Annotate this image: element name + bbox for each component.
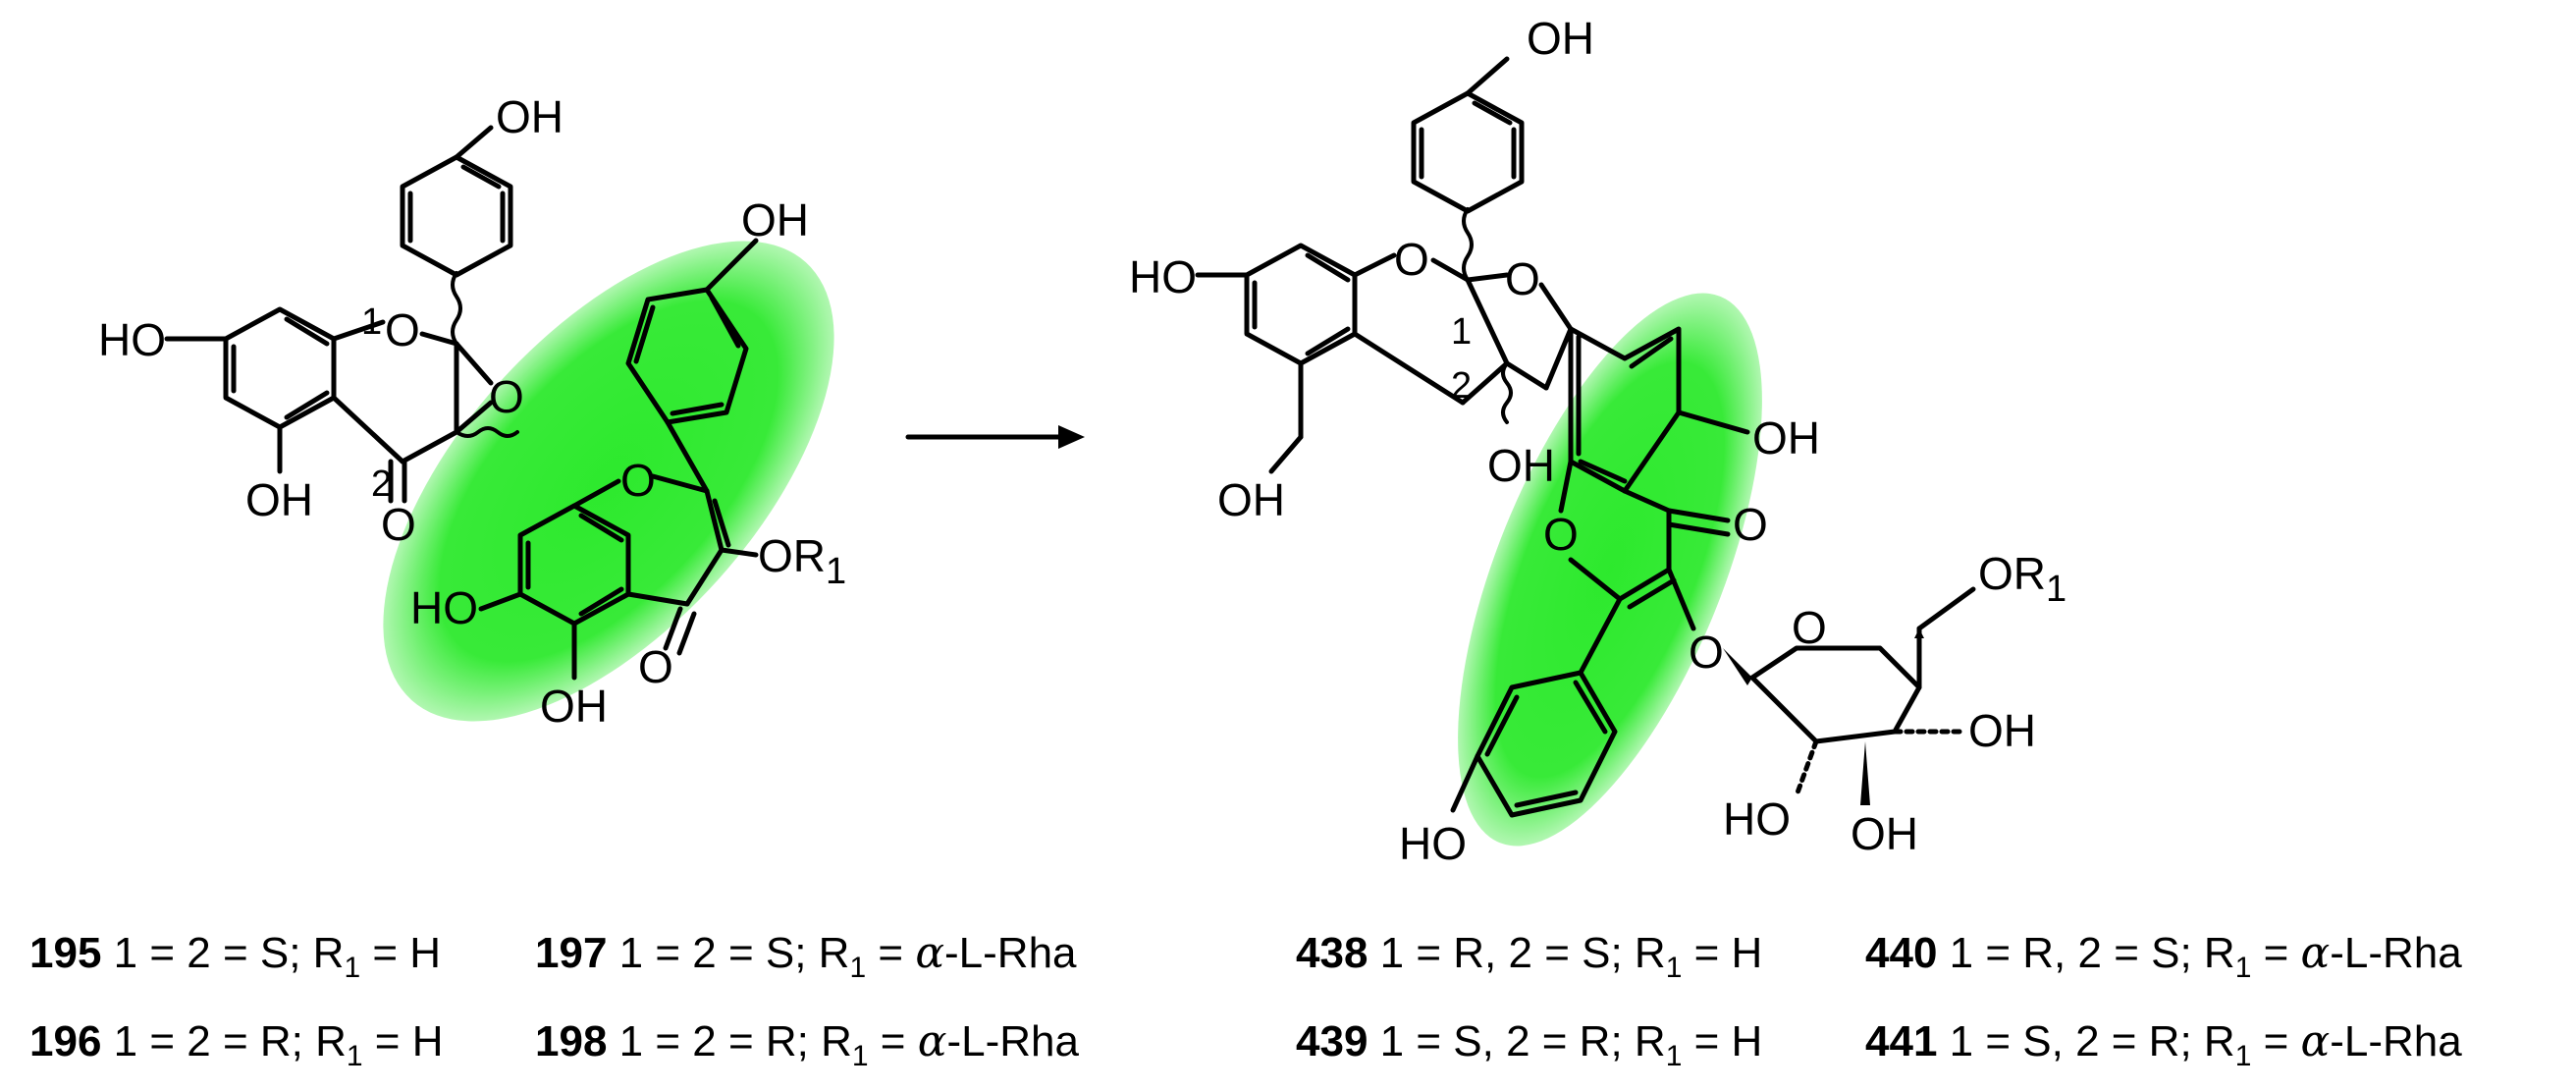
right-o-keto-b: O: [1733, 499, 1768, 550]
left-o-ring-b: O: [620, 455, 656, 506]
left-ho-a: HO: [98, 314, 166, 365]
right-ho-a: HO: [1129, 251, 1197, 302]
captions: 195 1 = 2 = S; R1 = H 197 1 = 2 = S; R1 …: [29, 928, 2462, 1072]
left-molecule: OH HO O O OH O OH O OR1 HO O OH 1 2: [98, 91, 846, 732]
right-ho-bottom-b: HO: [1399, 818, 1467, 869]
highlight-right: [1458, 293, 1762, 846]
left-oh-bottom: OH: [245, 474, 313, 525]
left-oh-top: OH: [496, 91, 564, 142]
caption-440: 440 1 = R, 2 = S; R1 = α-L-Rha: [1865, 928, 2462, 984]
right-o-ring-b: O: [1543, 509, 1579, 560]
reaction-arrow: [905, 425, 1085, 449]
right-ho-s2: HO: [1723, 793, 1791, 845]
caption-439: 439 1 = S, 2 = R; R1 = H: [1296, 1017, 1762, 1072]
left-locant-2: 2: [371, 464, 392, 505]
caption-197: 197 1 = 2 = S; R1 = α-L-Rha: [535, 928, 1077, 984]
right-locant-1: 1: [1451, 311, 1472, 353]
right-o-furan: O: [1505, 253, 1540, 304]
left-oh-bottom-b: OH: [540, 681, 608, 732]
caption-441: 441 1 = S, 2 = R; R1 = α-L-Rha: [1865, 1016, 2462, 1072]
right-oh-bottom: OH: [1217, 474, 1285, 525]
right-oh-s4: OH: [1968, 705, 2036, 756]
left-o-keto: O: [381, 499, 416, 550]
right-o-pyran: O: [1394, 234, 1429, 285]
caption-198: 198 1 = 2 = R; R1 = α-L-Rha: [535, 1016, 1079, 1072]
right-locant-2: 2: [1451, 365, 1472, 407]
right-molecule: OH HO O O OH OH OH O O O O OR1 OH HO OH …: [1129, 13, 2066, 869]
right-oh-c3: OH: [1487, 440, 1555, 491]
highlight-left: [383, 241, 834, 722]
caption-195: 195 1 = 2 = S; R1 = H: [29, 929, 441, 984]
left-o-epoxide: O: [489, 371, 524, 422]
left-ho-b: HO: [410, 582, 478, 633]
left-o-ring: O: [385, 304, 420, 355]
right-oh-s3: OH: [1851, 808, 1918, 859]
right-oh-top: OH: [1527, 13, 1594, 64]
right-wedge-glyc: [1723, 648, 1752, 685]
caption-438: 438 1 = R, 2 = S; R1 = H: [1296, 929, 1762, 984]
right-o-sugar: O: [1792, 602, 1827, 653]
left-locant-1: 1: [361, 301, 382, 343]
right-or1: OR1: [1978, 548, 2066, 610]
right-o-glycoside: O: [1689, 627, 1724, 678]
right-oh-5b: OH: [1752, 412, 1820, 464]
right-wedge-s3: [1860, 741, 1870, 805]
left-oh-top-b: OH: [741, 194, 809, 246]
left-or1: OR1: [758, 530, 846, 592]
caption-196: 196 1 = 2 = R; R1 = H: [29, 1017, 444, 1072]
left-o-keto-b: O: [638, 641, 673, 692]
